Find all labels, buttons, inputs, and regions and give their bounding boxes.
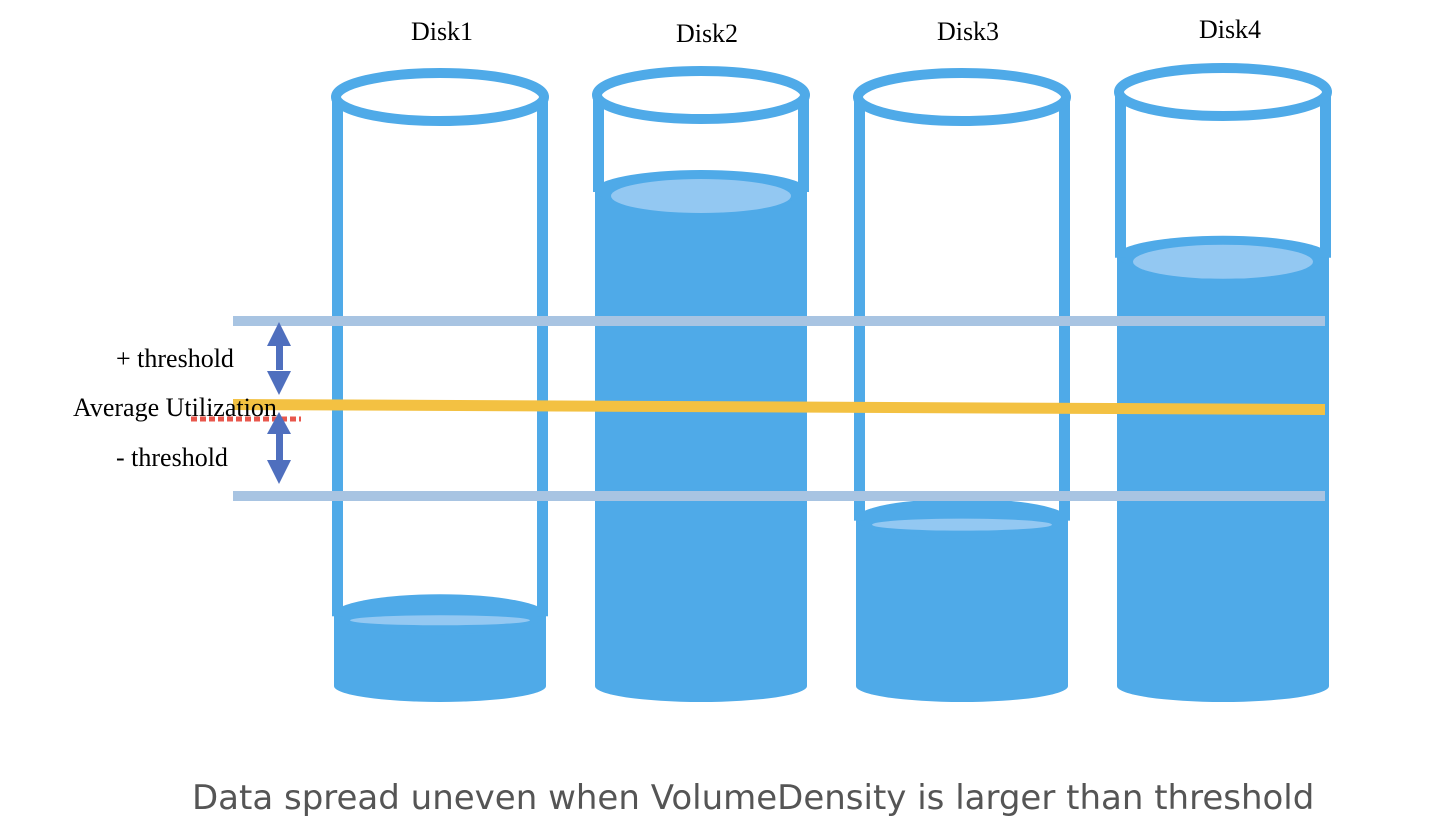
disk-top-rim <box>331 68 549 126</box>
disk-wall-right <box>1059 97 1070 521</box>
disk-top-rim <box>853 68 1071 126</box>
disk-fill-surface <box>872 518 1052 531</box>
average-utilization-label: Average Utilization <box>73 393 277 422</box>
disk-fill-surface <box>1133 244 1313 279</box>
disk-wall-right <box>798 95 809 192</box>
plus-threshold-arrow-icon <box>267 322 291 395</box>
minus-threshold-label: - threshold <box>116 443 228 472</box>
disk-label-1: Disk1 <box>411 17 473 46</box>
disk-fill-rim <box>334 594 546 635</box>
disk-wall-left <box>332 97 343 617</box>
disk-1-cylinder <box>331 68 549 702</box>
minus-threshold-arrow-icon <box>267 412 291 484</box>
disk-wall-right <box>1320 92 1331 258</box>
disk-label-4: Disk4 <box>1199 15 1261 44</box>
disk-wall-right <box>537 97 548 617</box>
disk-top-rim <box>592 66 810 124</box>
disk-label-2: Disk2 <box>676 19 738 48</box>
disk-wall-left <box>1115 92 1126 258</box>
disk-top-rim <box>1114 63 1332 121</box>
disk-fill-surface <box>611 179 791 213</box>
disk-label-3: Disk3 <box>937 17 999 46</box>
average-utilization-line <box>233 399 1325 415</box>
disk-wall-left <box>593 95 604 192</box>
disk-4-cylinder <box>1114 63 1332 703</box>
diagram-caption: Data spread uneven when VolumeDensity is… <box>192 778 1315 818</box>
disk-wall-left <box>854 97 865 521</box>
disk-2-cylinder <box>592 66 810 702</box>
disk-fill <box>1117 255 1329 703</box>
disk-fill <box>856 518 1068 702</box>
disk-fill <box>595 190 807 702</box>
disk-3-cylinder <box>853 68 1071 702</box>
lower-threshold-line <box>233 491 1325 501</box>
disk-fill-surface <box>350 615 530 626</box>
disk-fill <box>334 614 546 702</box>
upper-threshold-line <box>233 316 1325 326</box>
plus-threshold-label: + threshold <box>116 344 234 373</box>
